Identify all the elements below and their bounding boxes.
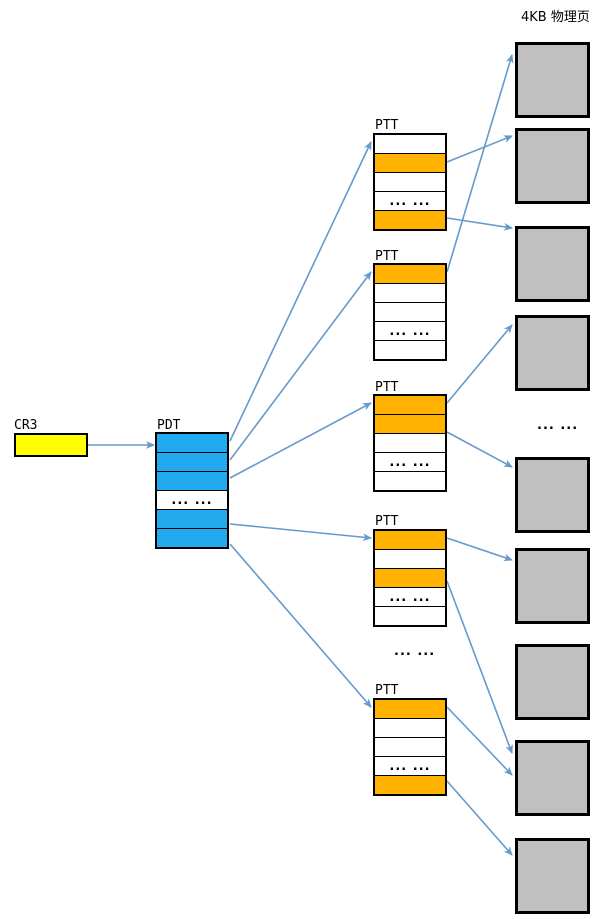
physical-page-8[interactable]: [515, 740, 590, 816]
ptt-1-row-1[interactable]: [375, 135, 445, 154]
ptt-4-label: PTT: [375, 514, 399, 529]
pdt-row-4[interactable]: ... ...: [157, 491, 227, 510]
ptt-5-row-2[interactable]: [375, 719, 445, 738]
ptt-3-label: PTT: [375, 380, 399, 395]
ptt-5-row-1[interactable]: [375, 700, 445, 719]
edge-ptt1-to-page3: [446, 217, 513, 231]
physical-page-2[interactable]: [515, 128, 590, 204]
ptt-1-table[interactable]: ... ...: [373, 133, 447, 231]
ptt-5-label: PTT: [375, 683, 399, 698]
physical-page-9[interactable]: [515, 838, 590, 914]
ptt-2-table[interactable]: ... ...: [373, 263, 447, 361]
edge-ptt4-to-page6: [446, 537, 513, 562]
ptt-1-row-3[interactable]: [375, 173, 445, 192]
ptt-5-row-3[interactable]: [375, 738, 445, 757]
edge-pdt-to-ptt4: [229, 523, 372, 542]
edge-ptt5-to-page8: [446, 706, 513, 776]
edge-ptt1-to-page2: [446, 135, 513, 163]
edge-pdt-to-ptt3: [229, 402, 372, 479]
cr3-register-box[interactable]: [14, 433, 88, 457]
edge-ptt5-to-page9: [446, 780, 513, 856]
ptt-5-table[interactable]: ... ...: [373, 698, 447, 796]
pdt-row-1[interactable]: [157, 434, 227, 453]
ptt-3-table[interactable]: ... ...: [373, 394, 447, 492]
ptt-4-row-4-ellipsis: ... ...: [389, 589, 431, 605]
physical-page-1[interactable]: [515, 42, 590, 118]
ptt-2-row-2[interactable]: [375, 284, 445, 303]
edge-ptt4-to-page8: [446, 580, 513, 754]
ptt-3-row-2[interactable]: [375, 415, 445, 434]
ptt-2-row-5[interactable]: [375, 341, 445, 359]
pdt-row-6[interactable]: [157, 529, 227, 547]
ptt-3-row-4[interactable]: ... ...: [375, 453, 445, 472]
edge-pdt-to-ptt2: [229, 271, 372, 461]
physical-page-5[interactable]: [515, 457, 590, 533]
ptt-1-row-4[interactable]: ... ...: [375, 192, 445, 211]
edge-ptt3-to-page5: [446, 431, 513, 468]
ptt-2-row-4[interactable]: ... ...: [375, 322, 445, 341]
pdt-row-3[interactable]: [157, 472, 227, 491]
ptt-2-row-1[interactable]: [375, 265, 445, 284]
ptt-4-row-5[interactable]: [375, 607, 445, 625]
physical-pages-title: 4KB 物理页: [521, 10, 590, 25]
ptt-2-row-4-ellipsis: ... ...: [389, 323, 431, 339]
ptt-3-row-3[interactable]: [375, 434, 445, 453]
ptt-5-row-4-ellipsis: ... ...: [389, 758, 431, 774]
ptt-4-row-3[interactable]: [375, 569, 445, 588]
edge-ptt3-to-page4: [446, 324, 513, 404]
ptt-3-row-4-ellipsis: ... ...: [389, 454, 431, 470]
ptt-4-table[interactable]: ... ...: [373, 529, 447, 627]
pdt-row-2[interactable]: [157, 453, 227, 472]
ptt-4-row-1[interactable]: [375, 531, 445, 550]
ptt-5-row-5[interactable]: [375, 776, 445, 794]
physical-page-6[interactable]: [515, 548, 590, 624]
cr3-label: CR3: [14, 418, 38, 433]
ptt-4-row-4[interactable]: ... ...: [375, 588, 445, 607]
ptt-3-row-1[interactable]: [375, 396, 445, 415]
ptt-4-row-2[interactable]: [375, 550, 445, 569]
physical-page-3[interactable]: [515, 226, 590, 302]
edge-pdt-to-ptt1: [229, 141, 372, 442]
ptt-1-row-2[interactable]: [375, 154, 445, 173]
physical-page-4[interactable]: [515, 315, 590, 391]
edge-pdt-to-ptt5: [229, 543, 372, 708]
edge-ptt2-to-page1: [446, 54, 514, 273]
physical-page-7[interactable]: [515, 644, 590, 720]
ptt-2-label: PTT: [375, 249, 399, 264]
ptt-3-row-5[interactable]: [375, 472, 445, 490]
ptt-1-label: PTT: [375, 118, 399, 133]
ptt-gap-ellipsis: ... ...: [394, 644, 436, 659]
ptt-2-row-3[interactable]: [375, 303, 445, 322]
pdt-table[interactable]: ... ...: [155, 432, 229, 549]
ptt-1-row-4-ellipsis: ... ...: [389, 193, 431, 209]
pdt-row-5[interactable]: [157, 510, 227, 529]
ptt-1-row-5[interactable]: [375, 211, 445, 229]
pages-gap-ellipsis: ... ...: [537, 418, 579, 433]
pdt-label: PDT: [157, 418, 181, 433]
pdt-row-4-ellipsis: ... ...: [171, 492, 213, 508]
ptt-5-row-4[interactable]: ... ...: [375, 757, 445, 776]
